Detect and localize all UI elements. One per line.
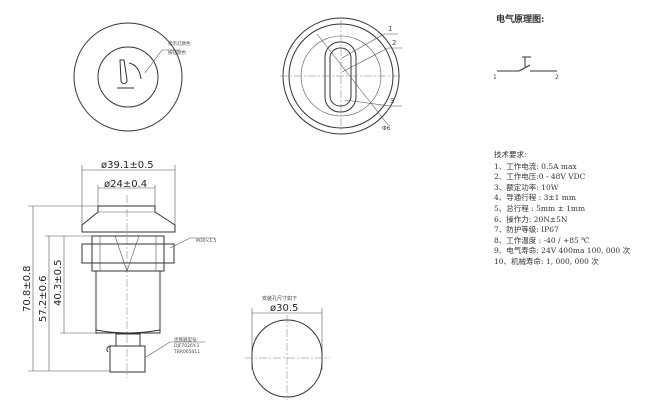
- spec-item: 9、电气寿命: 24V 400ma 100, 000 次: [494, 246, 631, 256]
- total-height-dim: 70.8±0.8: [22, 265, 33, 312]
- connector-label: 连接器型号:: [174, 336, 198, 343]
- pin-1-label: 1: [493, 74, 497, 81]
- spec-item: 6、操作力: 20N±5N: [494, 214, 568, 224]
- rear-view: 1 2 3 Φ6: [280, 17, 402, 135]
- spec-item: 10、机械寿命: 1, 000, 000 次: [494, 256, 599, 266]
- connector-model: DJF7026Y-1: [174, 343, 200, 349]
- side-view: ø39.1±0.5 ø24±0.4 70.8±0.8 57.2±0.6 40.3…: [22, 160, 217, 378]
- callout-wire: Φ6: [382, 125, 391, 132]
- thread-label: M30×1.5: [196, 238, 217, 244]
- callout-1: 1: [388, 25, 392, 33]
- key-icon: [119, 59, 128, 85]
- specs-title: 技术要求:: [494, 150, 527, 159]
- spec-item: 7、防护等级: IP67: [494, 225, 559, 235]
- button-diameter-dim: ø24±0.4: [104, 179, 147, 190]
- top-view: 指示灯颜色 按钮颜色: [73, 22, 191, 132]
- spec-item: 5、总行程 : 5mm ± 1mm: [494, 203, 586, 213]
- body-height-dim: 57.2±0.6: [38, 275, 49, 322]
- technical-requirements: 技术要求: 1、工作电流: 0.5A max 2、工作电压:0 - 48V VD…: [494, 150, 630, 268]
- callout-3: 3: [390, 97, 394, 105]
- thread-length-dim: 40.3±0.5: [53, 259, 64, 306]
- arc-indicator-icon: [128, 62, 142, 80]
- outer-diameter-dim: ø39.1±0.5: [101, 160, 154, 171]
- spec-item: 3、额定功率: 10W: [494, 182, 559, 192]
- spec-item: 8、工作温度 : -40 / +85 ℃: [494, 235, 590, 245]
- callout-2: 2: [392, 39, 396, 47]
- mounting-hole-title: 安装孔尺寸如下: [262, 295, 297, 302]
- mounting-hole: 安装孔尺寸如下 ø30.5: [245, 295, 330, 400]
- hole-diameter-dim: ø30.5: [270, 303, 298, 314]
- pin-2-label: 2: [555, 74, 559, 81]
- connector-part: TBR065011: [173, 349, 200, 355]
- spec-item: 1、工作电流: 0.5A max: [494, 161, 577, 171]
- indicator-color-label: 指示灯颜色: [168, 40, 191, 47]
- button-color-label: 按钮颜色: [168, 49, 186, 56]
- schematic-title: 电气原理图:: [496, 15, 545, 25]
- spec-item: 4、导通行程 : 3±1 mm: [494, 193, 577, 203]
- spec-item: 2、工作电压:0 - 48V VDC: [494, 172, 586, 182]
- switch-schematic: 1 2: [493, 56, 559, 81]
